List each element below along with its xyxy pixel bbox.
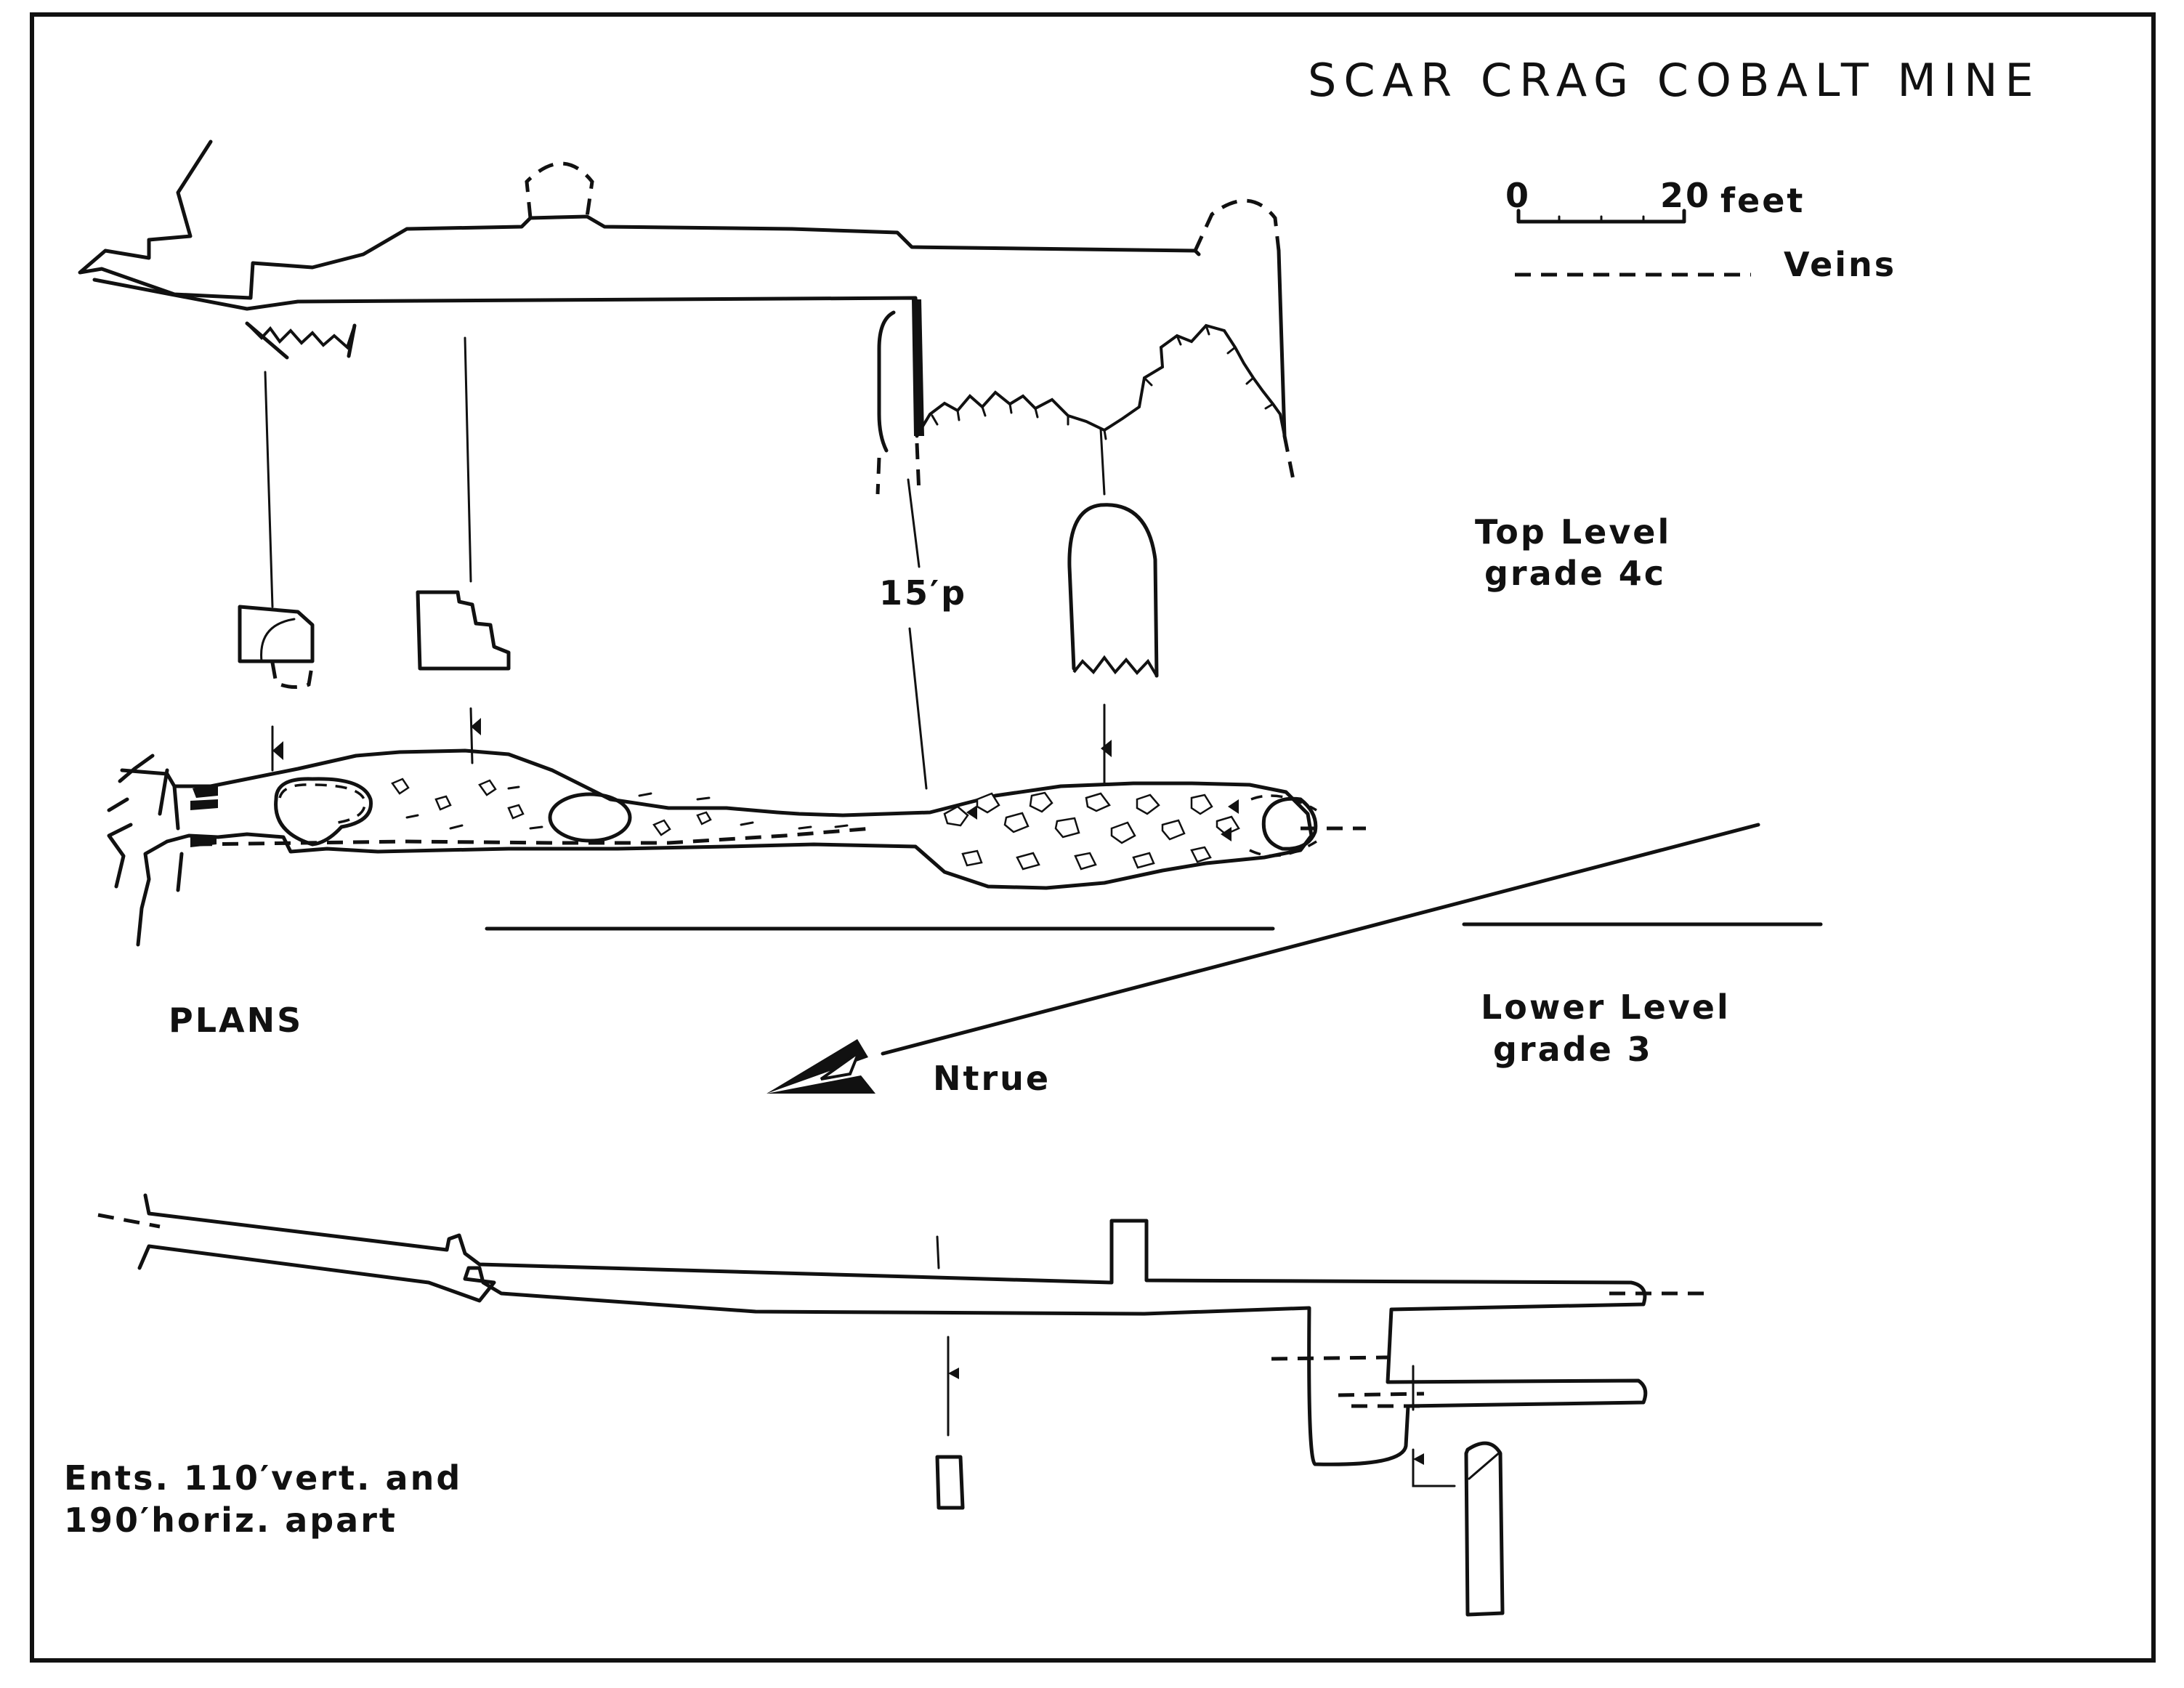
scale-zero: 0 <box>1505 176 1531 215</box>
scale-max: 20 <box>1660 176 1711 215</box>
lower-level-grade: grade 3 <box>1493 1030 1653 1069</box>
top-level-name: Top Level <box>1475 512 1671 552</box>
plans-label: PLANS <box>169 1001 303 1040</box>
pitch-label: 15′p <box>879 573 967 613</box>
entrances-note-line2: 190′horiz. apart <box>64 1501 397 1540</box>
veins-legend: Veins <box>1515 245 1896 284</box>
lower-level-name: Lower Level <box>1481 988 1731 1027</box>
map-border <box>30 12 2156 1663</box>
boulder-fill <box>391 778 1240 871</box>
north-arrow: Ntrue <box>767 823 1760 1098</box>
top-level-plan <box>107 703 1366 947</box>
lower-level-plan <box>97 1193 1707 1617</box>
scale-unit: feet <box>1720 181 1805 220</box>
map-title: SCAR CRAG COBALT MINE <box>1308 54 2041 107</box>
scale-bar: 0 20 feet <box>1505 176 1805 224</box>
entrances-note-line1: Ents. 110′vert. and <box>64 1458 462 1498</box>
veins-legend-label: Veins <box>1784 245 1896 284</box>
north-label: Ntrue <box>933 1059 1051 1098</box>
top-level-grade: grade 4c <box>1484 554 1666 593</box>
top-level-elevation: 15′p <box>78 140 1295 790</box>
